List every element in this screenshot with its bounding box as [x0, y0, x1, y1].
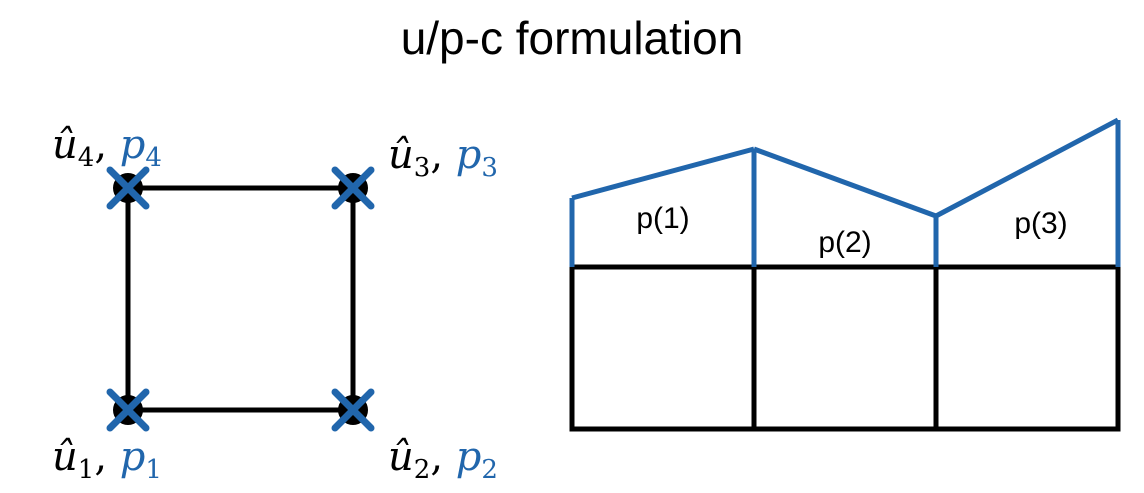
pressure-segment-1 — [571, 146, 755, 201]
node-label-4: û4, p4 — [52, 122, 162, 173]
node-marker-1 — [106, 388, 150, 432]
element-outline — [125, 185, 356, 413]
cell-label-2: p(2) — [818, 226, 871, 259]
cell-label-3: p(3) — [1014, 207, 1067, 240]
cell-label-1: p(1) — [636, 202, 689, 235]
node-label-3: û3, p3 — [388, 132, 498, 183]
node-marker-2 — [331, 388, 375, 432]
pressure-segment-3 — [934, 117, 1120, 219]
pressure-profile — [569, 117, 1121, 267]
node-label-2: û2, p2 — [388, 434, 498, 485]
node-marker-3 — [331, 166, 375, 210]
node-label-1: û1, p1 — [52, 434, 162, 485]
diagram-title: u/p-c formulation — [400, 12, 744, 64]
pressure-segment-2 — [753, 146, 937, 219]
node-marker-4 — [106, 166, 150, 210]
element-mesh — [569, 264, 1121, 432]
mesh-outline — [569, 264, 1121, 432]
element-square — [125, 185, 356, 413]
